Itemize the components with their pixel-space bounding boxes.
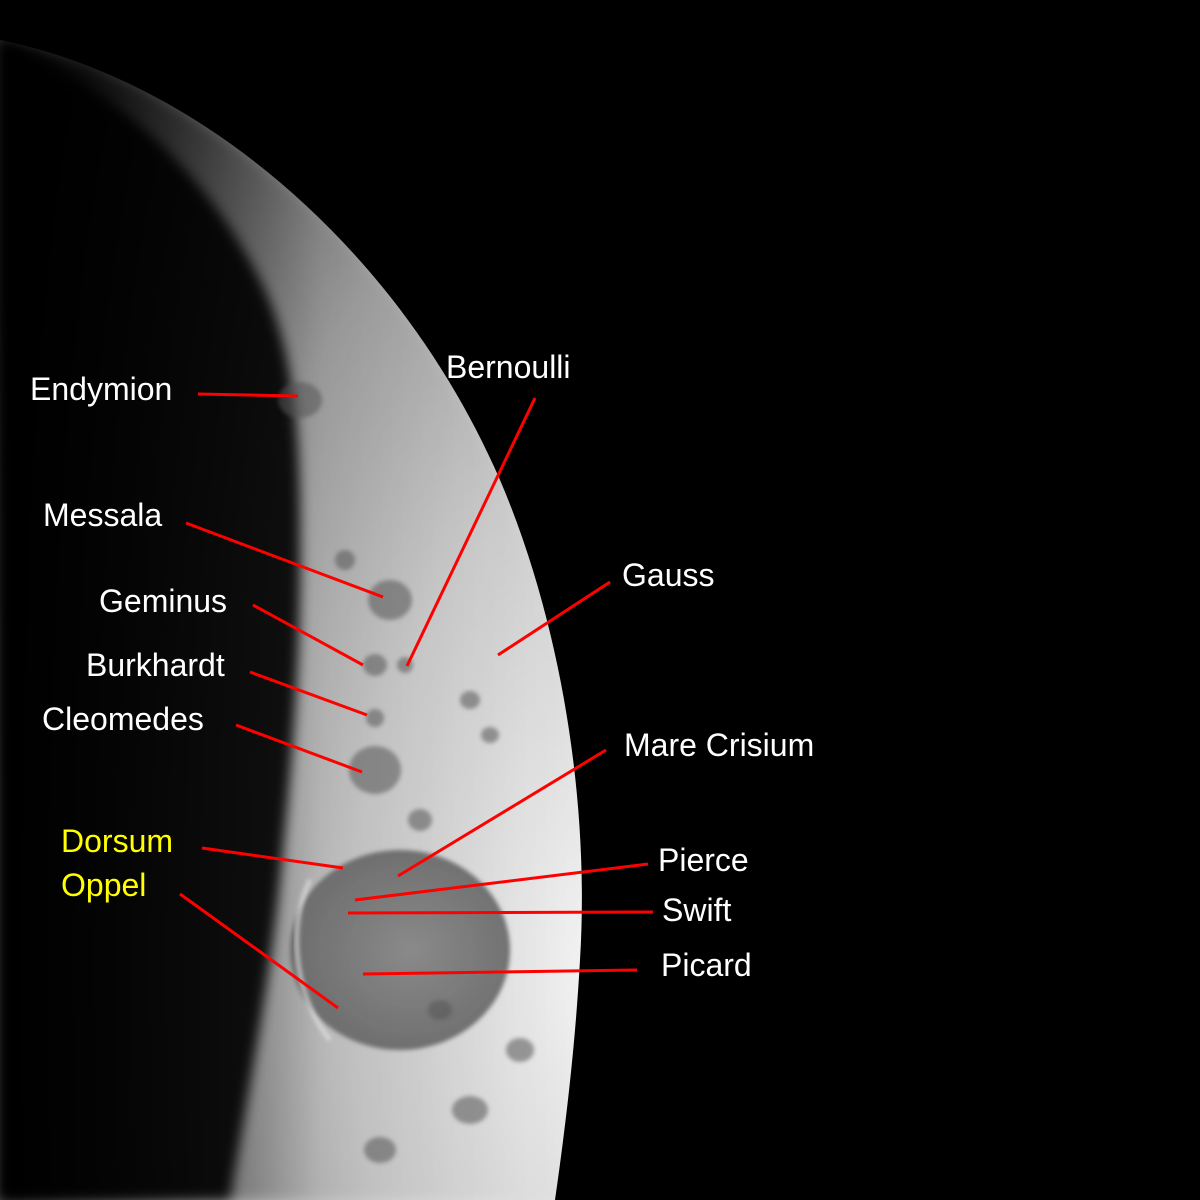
- dorsum-oppel-leader-2: [179, 892, 339, 1010]
- label-picard: Picard: [661, 947, 752, 983]
- label-pierce: Pierce: [658, 842, 749, 878]
- label-bernoulli: Bernoulli: [446, 349, 571, 385]
- mare-crisium-leader: [397, 748, 607, 878]
- mare-crisium-basin: [290, 850, 510, 1050]
- cleomedes-leader: [235, 723, 363, 774]
- label-cleomedes: Cleomedes: [42, 701, 204, 737]
- pierce-leader: [354, 862, 649, 902]
- label-swift: Swift: [662, 892, 732, 928]
- label-gauss: Gauss: [622, 557, 715, 593]
- bernoulli-leader: [405, 397, 537, 667]
- geminus-leader: [252, 603, 364, 667]
- label-mare-crisium: Mare Crisium: [624, 727, 815, 763]
- label-burkhardt: Burkhardt: [86, 647, 225, 683]
- label-messala: Messala: [43, 497, 163, 533]
- label-geminus: Geminus: [99, 583, 228, 619]
- label-endymion: Endymion: [30, 371, 173, 407]
- label-oppel: Oppel: [61, 867, 147, 903]
- dorsum-oppel-leader-1: [201, 846, 344, 870]
- endymion-leader: [197, 392, 299, 398]
- label-dorsum: Dorsum: [61, 823, 174, 859]
- gauss-leader: [497, 580, 611, 657]
- picard-leader: [362, 968, 638, 976]
- messala-leader: [185, 521, 384, 599]
- crater-field: [278, 382, 534, 1163]
- swift-leader: [347, 910, 654, 915]
- terminator-shadow: [0, 40, 300, 1200]
- burkhardt-leader: [249, 670, 368, 717]
